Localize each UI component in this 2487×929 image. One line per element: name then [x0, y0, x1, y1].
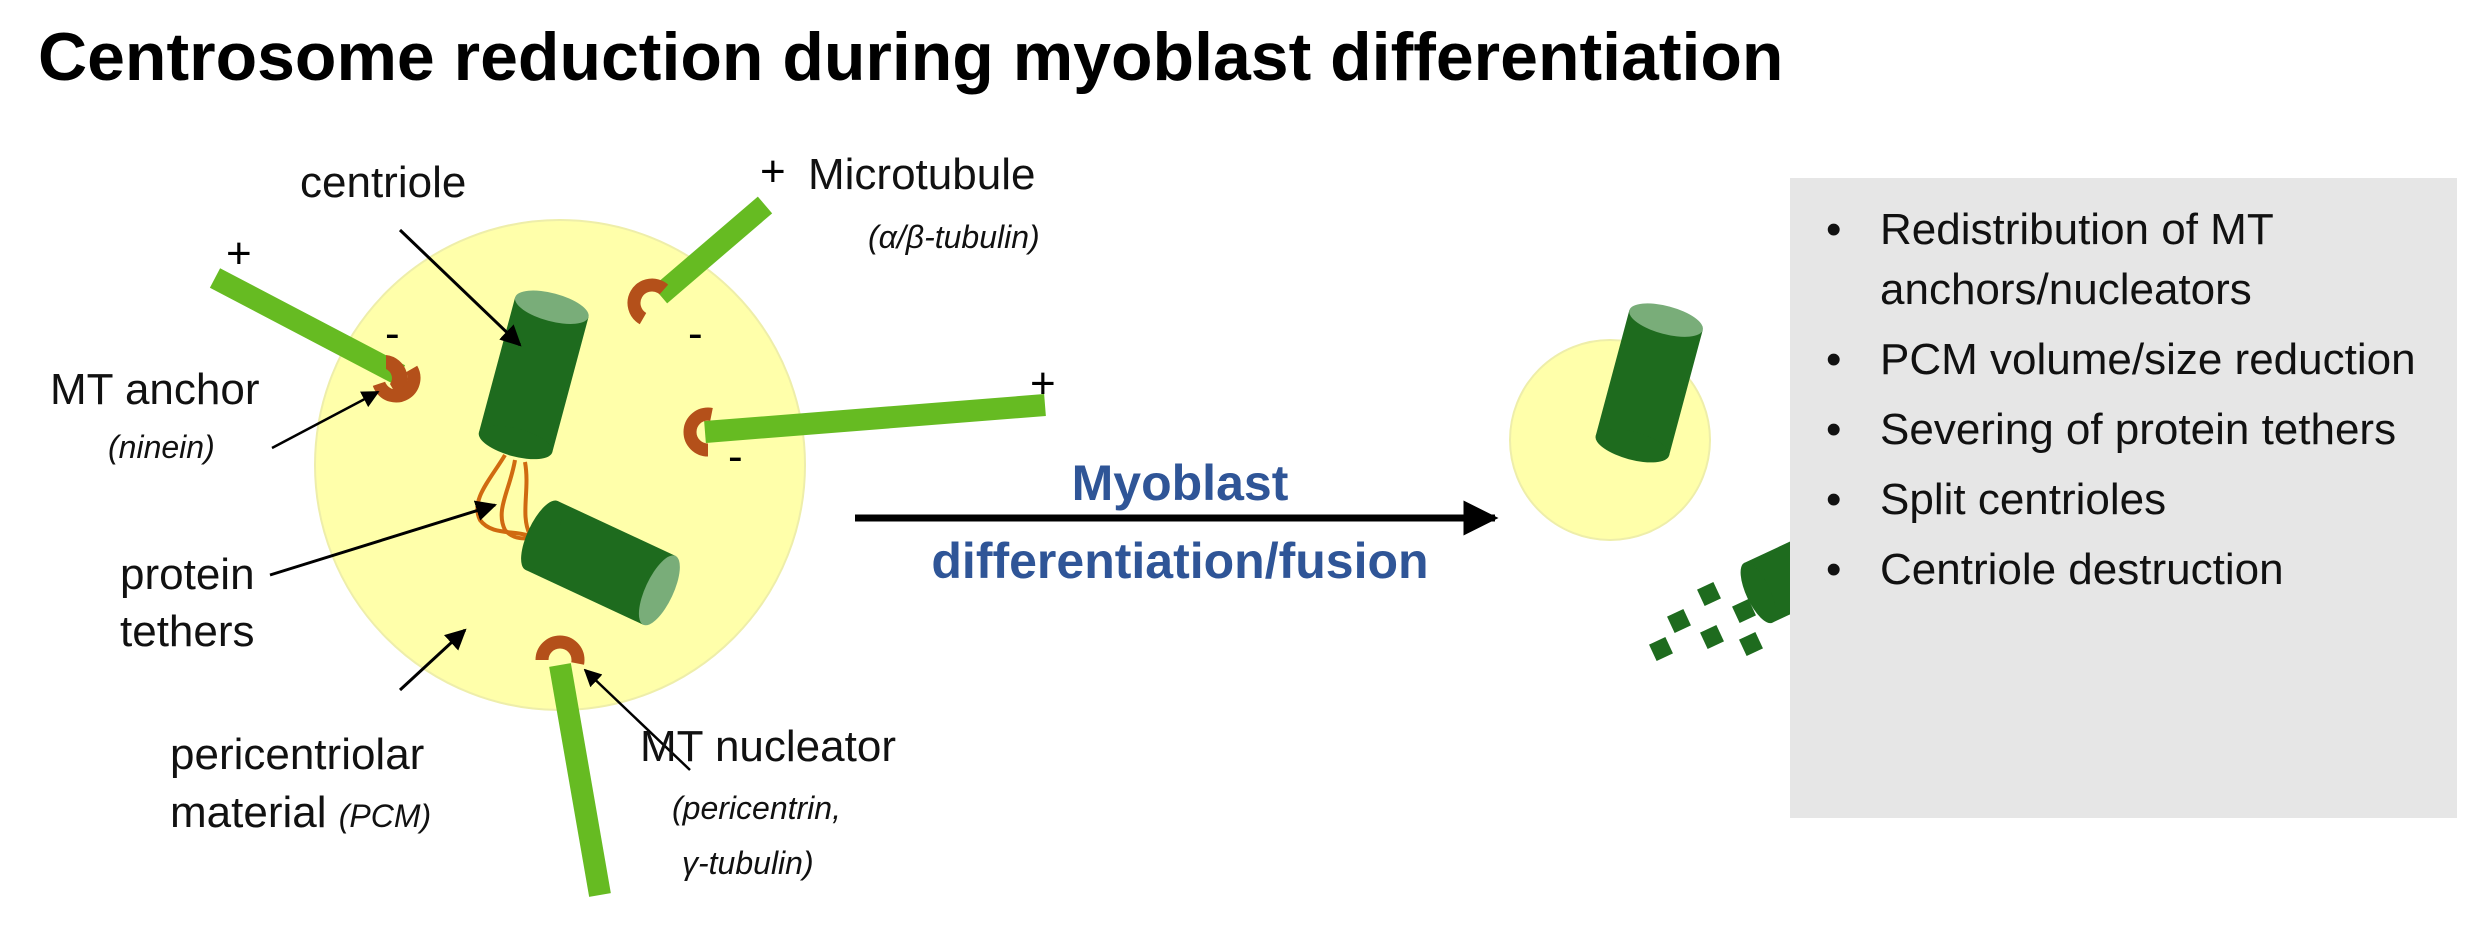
summary-item: •Severing of protein tethers [1818, 400, 2448, 460]
label-centriole: centriole [300, 158, 467, 207]
mt-anchor-right [683, 407, 733, 457]
label-mt-anchor: MT anchor [50, 365, 260, 414]
pointer-centriole [398, 228, 522, 347]
minus-sign-right: - [728, 432, 743, 481]
label-protein: protein [120, 550, 255, 599]
centriole-fragments [1649, 582, 1763, 661]
microtubule-bottom [549, 663, 611, 897]
microtubule-right [704, 394, 1046, 443]
centriole-reduced [1595, 303, 1703, 463]
mt-nucleator-bottom [535, 635, 585, 685]
label-pcm-sub: (PCM) [338, 798, 432, 834]
summary-item: •Split centrioles [1818, 470, 2448, 530]
summary-list: •Redistribution of MT anchors/nucleators… [1818, 200, 2448, 610]
microtubule-left [209, 268, 406, 385]
plus-sign-right: + [1030, 359, 1056, 408]
bullet-icon: • [1826, 205, 1842, 254]
label-pcm-line2: material (PCM) [170, 788, 432, 837]
arrow-label-line1: Myoblast [1071, 455, 1289, 511]
pointer-nucleator [583, 668, 691, 771]
minus-sign-top: - [688, 309, 703, 358]
label-microtubule-sub: (α/β-tubulin) [868, 219, 1040, 255]
centriole-lower [521, 500, 680, 626]
mt-anchor-top [627, 278, 677, 328]
label-tethers: tethers [120, 607, 255, 656]
label-mt-nucleator-sub2: γ-tubulin) [682, 845, 814, 881]
microtubule-top [652, 196, 773, 304]
arrow-label-line2: differentiation/fusion [931, 533, 1429, 589]
label-mt-nucleator-sub1: (pericentrin, [672, 790, 841, 826]
summary-item: •Redistribution of MT anchors/nucleators [1818, 200, 2448, 320]
summary-item: •Centriole destruction [1818, 540, 2448, 600]
bullet-icon: • [1826, 545, 1842, 594]
label-pcm-line1: pericentriolar [170, 730, 425, 779]
label-microtubule: Microtubule [808, 150, 1036, 199]
label-mt-anchor-sub: (ninein) [108, 429, 215, 465]
summary-item: •PCM volume/size reduction [1818, 330, 2448, 390]
plus-sign-top: + [760, 147, 786, 196]
pointer-protein-tethers [269, 500, 498, 577]
pointer-mt-anchor [271, 390, 380, 450]
plus-sign-left: + [226, 229, 252, 278]
summary-box: •Redistribution of MT anchors/nucleators… [1790, 178, 2457, 818]
pointer-pcm [398, 628, 467, 692]
bullet-icon: • [1826, 405, 1842, 454]
bullet-icon: • [1826, 475, 1842, 524]
diagram-title: Centrosome reduction during myoblast dif… [38, 19, 1784, 95]
label-mt-nucleator: MT nucleator [640, 722, 896, 771]
bullet-icon: • [1826, 335, 1842, 384]
minus-sign-left: - [385, 309, 400, 358]
mt-anchor-left [371, 353, 421, 403]
